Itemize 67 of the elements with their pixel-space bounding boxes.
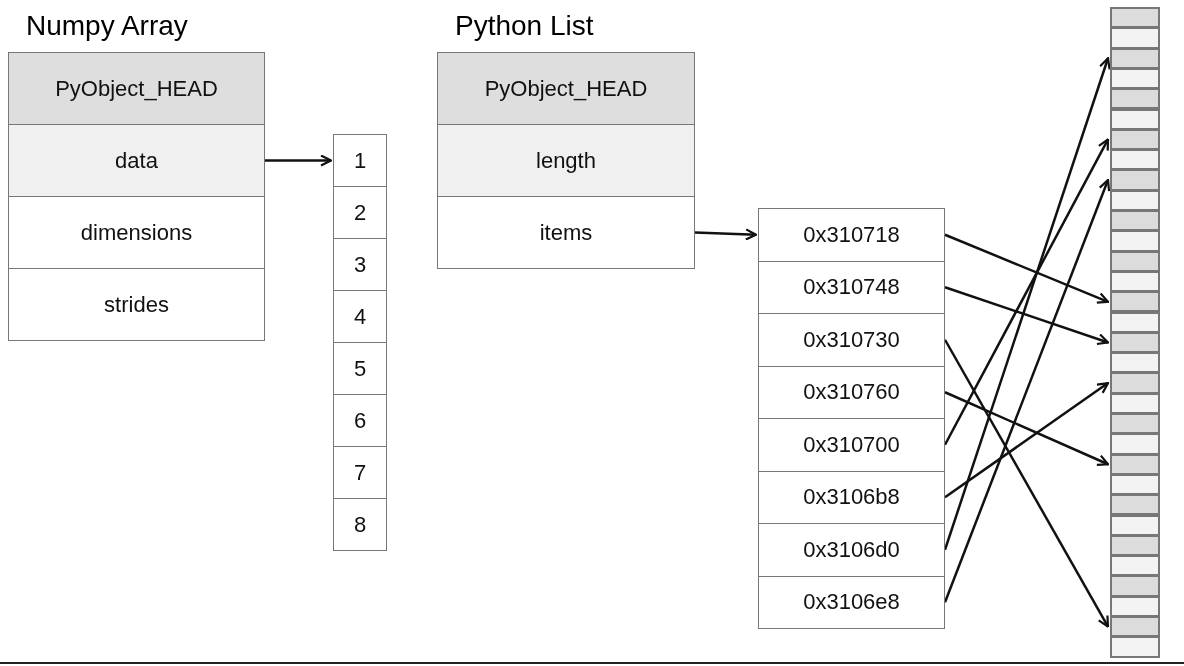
value-cell: 4 [333, 290, 387, 343]
field-cell: PyObject_HEAD [437, 52, 695, 125]
memory-cell [1110, 514, 1160, 536]
memory-cell [1110, 534, 1160, 557]
arrow [265, 154, 333, 167]
address-cell: 0x310760 [758, 365, 945, 419]
memory-cell [1110, 27, 1160, 49]
memory-cell [1110, 595, 1160, 617]
memory-cell [1110, 270, 1160, 293]
memory-cell [1110, 616, 1160, 638]
memory-cell [1110, 636, 1160, 658]
memory-cell [1110, 169, 1160, 191]
memory-cell [1110, 575, 1160, 597]
arrow [944, 391, 1110, 466]
memory-cell [1110, 352, 1160, 374]
table-title: Numpy Array [26, 10, 188, 42]
memory-cell [1110, 413, 1160, 435]
memory-cell [1110, 7, 1160, 29]
value-cell: 1 [333, 134, 387, 187]
value-cell: 2 [333, 186, 387, 239]
memory-cell [1110, 149, 1160, 171]
memory-cell [1110, 331, 1160, 354]
memory-cell [1110, 494, 1160, 516]
table-title: Python List [455, 10, 594, 42]
memory-cell [1110, 47, 1160, 69]
value-cell: 3 [333, 238, 387, 291]
value-cell: 6 [333, 394, 387, 447]
arrow [944, 381, 1110, 499]
memory-cell [1110, 433, 1160, 455]
field-cell: length [437, 124, 695, 197]
arrow [694, 228, 758, 241]
arrow [943, 178, 1111, 603]
memory-cell [1110, 555, 1160, 577]
address-cell: 0x310730 [758, 313, 945, 367]
address-cell: 0x310718 [758, 208, 945, 262]
arrow [943, 57, 1111, 551]
memory-cell [1110, 210, 1160, 232]
field-cell: data [8, 124, 265, 197]
address-cell: 0x3106d0 [758, 523, 945, 577]
arrow [944, 286, 1110, 346]
memory-cell [1110, 473, 1160, 496]
field-cell: dimensions [8, 196, 265, 269]
value-cell: 5 [333, 342, 387, 395]
address-cell: 0x3106b8 [758, 470, 945, 524]
memory-cell [1110, 88, 1160, 110]
address-cell: 0x3106e8 [758, 575, 945, 629]
memory-cell [1110, 250, 1160, 272]
arrow [944, 233, 1110, 304]
memory-cell [1110, 230, 1160, 252]
memory-cell [1110, 372, 1160, 394]
memory-cell [1110, 128, 1160, 151]
memory-cell [1110, 108, 1160, 130]
memory-cell [1110, 67, 1160, 90]
memory-cell [1110, 311, 1160, 333]
field-cell: strides [8, 268, 265, 341]
address-cell: 0x310748 [758, 260, 945, 314]
memory-cell [1110, 291, 1160, 313]
field-cell: items [437, 196, 695, 269]
arrow [943, 138, 1110, 446]
memory-cell [1110, 392, 1160, 414]
address-cell: 0x310700 [758, 418, 945, 472]
memory-cell [1110, 189, 1160, 211]
arrow [943, 339, 1110, 628]
value-cell: 7 [333, 446, 387, 499]
field-cell: PyObject_HEAD [8, 52, 265, 125]
value-cell: 8 [333, 498, 387, 551]
memory-cell [1110, 453, 1160, 475]
